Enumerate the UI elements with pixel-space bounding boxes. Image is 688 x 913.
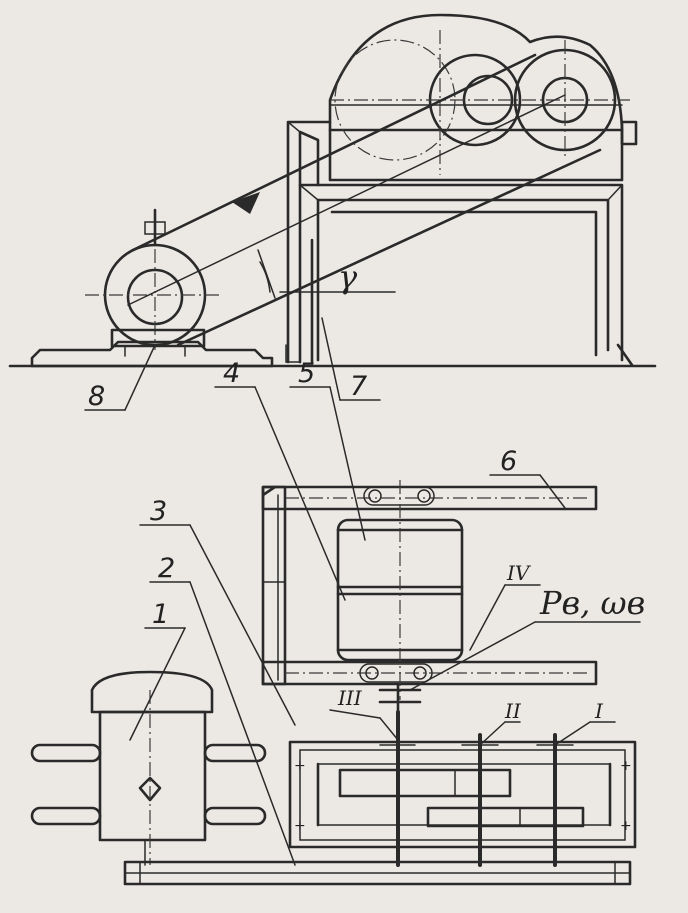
- label-shaft-ii: II: [504, 699, 522, 723]
- label-drum-power-speed: Pв, ωв: [539, 584, 645, 622]
- svg-text:+: +: [620, 758, 632, 774]
- label-3: 3: [150, 496, 167, 527]
- motor-1: [30, 670, 267, 866]
- label-5: 5: [298, 358, 315, 389]
- gearbox-plan: + + + +: [288, 710, 637, 867]
- belt-direction-arrow: [232, 192, 260, 214]
- label-angle-gamma: γ: [338, 258, 358, 296]
- label-shaft-i: I: [594, 699, 604, 723]
- label-shaft-iv: IV: [506, 561, 532, 585]
- label-6: 6: [500, 446, 517, 477]
- base-belt-2: [123, 860, 632, 886]
- frame-bottom-member: [261, 660, 598, 686]
- label-2: 2: [158, 553, 175, 584]
- label-7: 7: [350, 371, 367, 402]
- side-elevation: [8, 13, 657, 368]
- svg-text:+: +: [294, 758, 306, 774]
- support-frame: [298, 183, 634, 367]
- label-4: 4: [223, 358, 240, 389]
- frame-left-column: [261, 485, 287, 686]
- label-8: 8: [88, 381, 105, 412]
- label-shaft-iii: III: [337, 686, 363, 710]
- plan-view: + + + +: [30, 480, 637, 886]
- shaft-iv-coupling: [378, 682, 422, 714]
- label-1: 1: [152, 599, 169, 630]
- angle-gamma-mark: [257, 249, 396, 299]
- svg-text:+: +: [294, 818, 306, 834]
- drum-5: [336, 480, 464, 700]
- leader-lines: [84, 317, 641, 866]
- v-belt: [127, 53, 602, 347]
- svg-text:+: +: [620, 818, 632, 834]
- frame-member-6: [261, 485, 598, 511]
- motor-base: [30, 340, 274, 368]
- belt-guard: [285, 120, 332, 364]
